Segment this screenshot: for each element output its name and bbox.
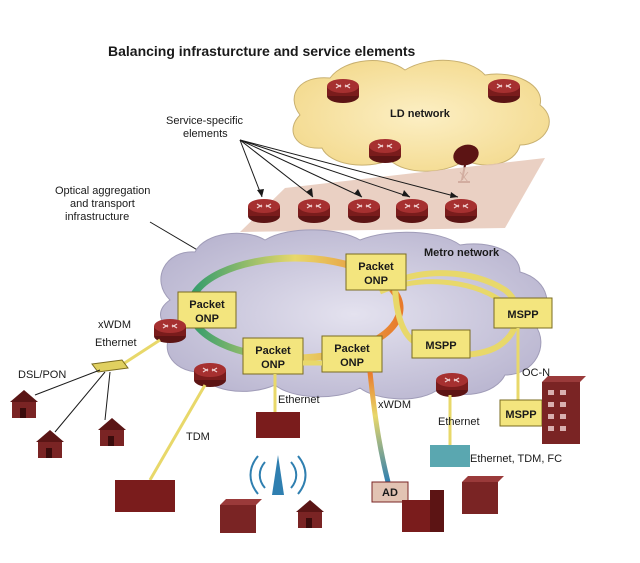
packet-onp-box-left: Packet ONP	[177, 291, 237, 329]
router-icon	[347, 198, 381, 224]
svg-text:Packet: Packet	[189, 299, 225, 311]
tdm-device	[115, 480, 175, 512]
svg-text:Packet: Packet	[358, 261, 394, 273]
house-icon	[98, 418, 126, 446]
house-icon	[296, 500, 324, 528]
ethernet-tdm-fc-device	[430, 445, 470, 467]
svg-text:ONP: ONP	[261, 359, 285, 371]
diagram-title: Balancing infrasturcture and service ele…	[108, 43, 416, 59]
xwdm-right-fiber	[367, 371, 391, 483]
service-specific-label-line1: Service-specific	[166, 115, 244, 127]
ethernet-left-link	[119, 338, 161, 368]
xwdm-left-label: xWDM	[98, 319, 131, 331]
mspp-box-mid: MSPP	[411, 329, 471, 359]
router-icon	[487, 78, 521, 104]
dsl-pon-lines	[34, 369, 111, 433]
svg-text:ONP: ONP	[340, 357, 364, 369]
service-plane	[240, 158, 545, 232]
ethernet-device	[256, 412, 300, 438]
house-icon	[36, 430, 64, 458]
optical-aggregation-label-line2: and transport	[70, 198, 135, 210]
svg-text:ONP: ONP	[195, 313, 219, 325]
svg-text:Packet: Packet	[255, 345, 291, 357]
packet-onp-box-bottom-right: Packet ONP	[321, 335, 383, 373]
router-icon	[435, 372, 469, 398]
metro-network-label: Metro network	[424, 247, 500, 259]
router-icon	[444, 198, 478, 224]
oc-n-label: OC-N	[522, 367, 550, 379]
ld-network-label: LD network	[390, 108, 451, 120]
mspp-box-bottom: MSPP	[499, 399, 543, 427]
building-icon	[462, 476, 504, 514]
ad-device: AD	[371, 481, 409, 503]
service-specific-label-line2: elements	[183, 128, 228, 140]
svg-text:AD: AD	[382, 487, 398, 499]
antenna-tower-icon	[249, 455, 307, 495]
svg-text:MSPP: MSPP	[425, 340, 456, 352]
building-icon	[402, 490, 444, 532]
ethernet-mid-label: Ethernet	[278, 394, 320, 406]
tdm-link	[148, 384, 207, 481]
router-icon	[247, 198, 281, 224]
ethernet-left-label: Ethernet	[95, 337, 137, 349]
tdm-label: TDM	[186, 431, 210, 443]
ethernet-tdm-fc-label: Ethernet, TDM, FC	[470, 453, 562, 465]
arrowheads	[257, 188, 458, 198]
service-arrows	[239, 139, 459, 198]
optical-aggregation-label-line3: infrastructure	[65, 211, 129, 223]
building-icon	[220, 499, 262, 533]
svg-text:MSPP: MSPP	[507, 309, 538, 321]
ethernet-right-label: Ethernet	[438, 416, 480, 428]
svg-text:MSPP: MSPP	[505, 409, 536, 421]
router-icon	[326, 78, 360, 104]
packet-onp-box-top: Packet ONP	[345, 253, 407, 291]
packet-onp-box-bottom-left: Packet ONP	[242, 337, 304, 375]
house-icon	[10, 390, 38, 418]
dsl-pon-label: DSL/PON	[18, 369, 66, 381]
svg-text:Packet: Packet	[334, 343, 370, 355]
router-icon	[395, 198, 429, 224]
dsl-pon-splitter-icon	[91, 359, 129, 373]
optical-aggregation-label-line1: Optical aggregation	[55, 185, 150, 197]
router-icon	[297, 198, 331, 224]
router-icon	[193, 362, 227, 388]
svg-text:ONP: ONP	[364, 275, 388, 287]
router-icon	[368, 138, 402, 164]
metro-ring-secondary	[391, 270, 521, 358]
building-icon	[542, 376, 586, 444]
mspp-box-right: MSPP	[493, 297, 553, 329]
xwdm-right-label: xWDM	[378, 399, 411, 411]
